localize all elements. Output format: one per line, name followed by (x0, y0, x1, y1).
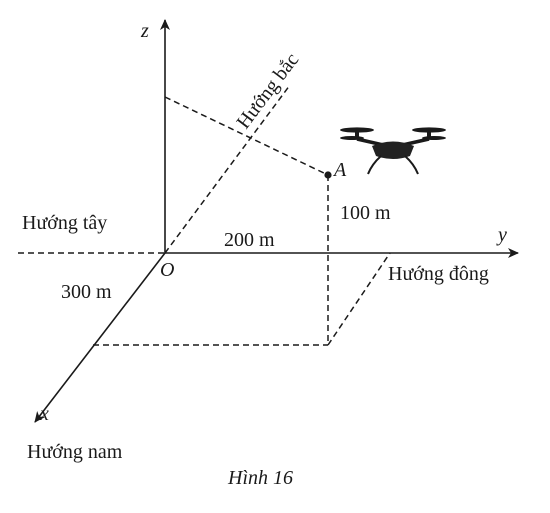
origin-label: O (160, 259, 174, 281)
figure-caption: Hình 16 (227, 467, 293, 489)
east-direction-label: Hướng đông (388, 263, 489, 285)
south-distance-label: 300 m (61, 281, 112, 303)
ground-parallel-x-line (327, 252, 391, 346)
point-a-label: A (332, 159, 347, 181)
x-axis (34, 252, 166, 423)
south-direction-label: Hướng nam (27, 441, 123, 463)
z-axis-label: z (140, 20, 149, 42)
east-distance-label: 200 m (224, 229, 275, 251)
z-projection-line (164, 96, 329, 176)
west-direction-label: Hướng tây (22, 212, 107, 234)
drone-icon (340, 127, 446, 175)
north-direction-label: Hướng bắc (232, 49, 303, 133)
y-axis-label: y (496, 224, 507, 246)
height-measure-label: 100 m (340, 202, 391, 224)
north-axis-dashed (164, 84, 291, 254)
point-a-dot (324, 171, 332, 179)
x-axis-label: x (39, 403, 49, 425)
